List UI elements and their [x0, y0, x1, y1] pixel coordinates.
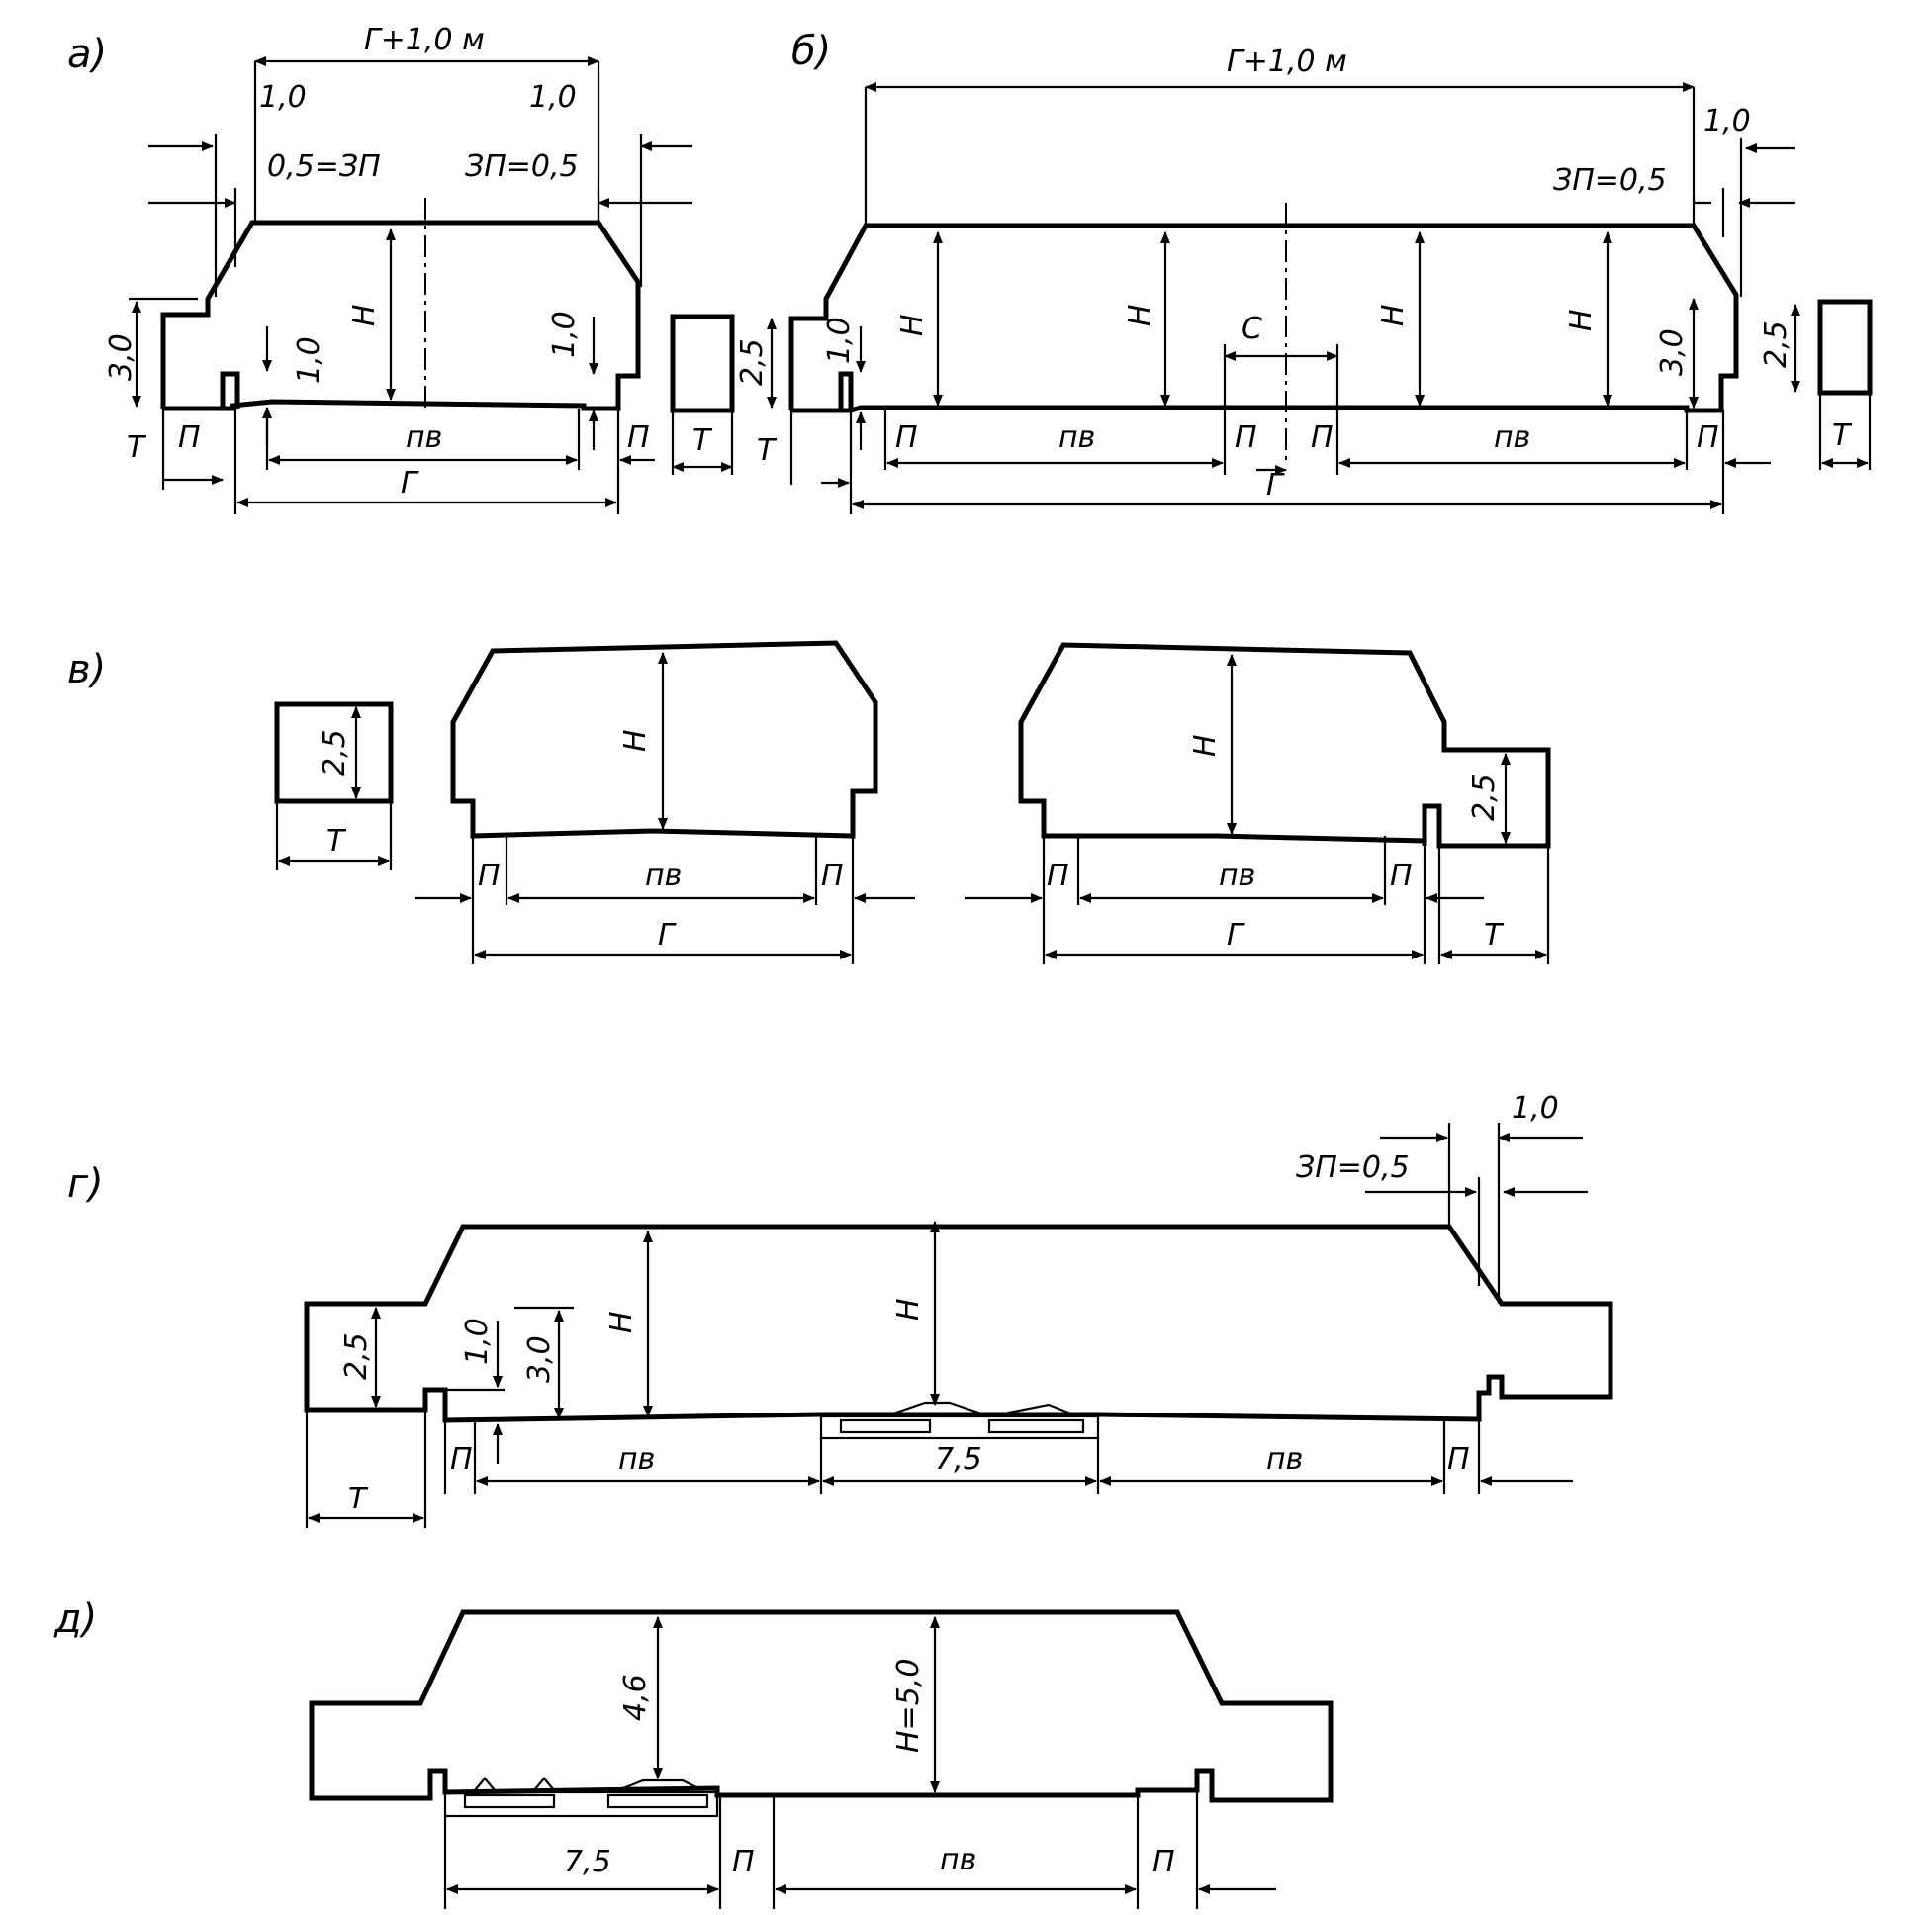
dim-g-v30: 3,0 — [522, 1335, 557, 1383]
dim-b-h2: Н — [1123, 304, 1157, 326]
dim-b-p4: П — [1697, 420, 1719, 455]
dim-a-zp-right: ЗП=0,5 — [465, 149, 579, 184]
dim-b-g1: Г — [1266, 468, 1285, 502]
dim-d-pv: пв — [940, 1843, 976, 1877]
panel-b-left-box — [670, 314, 735, 413]
panel-b-label: б) — [791, 29, 831, 74]
dim-v-v25-left: 2,5 — [318, 729, 352, 776]
dim-g-h2: Н — [891, 1298, 926, 1321]
dim-v-pv1: пв — [645, 859, 682, 893]
panel-b-right-box — [1817, 299, 1873, 396]
dim-b-v25-left: 2,5 — [735, 338, 770, 386]
dim-b-one: 1,0 — [1703, 104, 1751, 138]
panel-v: в) 2,5 Т Н П пв П Г Н 2,5 — [67, 640, 1551, 964]
panel-a-label: а) — [67, 32, 107, 77]
dim-b-h4: Н — [1564, 309, 1599, 331]
dim-a-pv: пв — [406, 420, 442, 455]
dim-a-g: Г — [401, 466, 419, 501]
dim-a-p1: П — [178, 420, 201, 455]
dim-b-v10: 1,0 — [822, 317, 857, 364]
dim-v-t1: Т — [326, 824, 347, 859]
panel-b: б) Г+1,0 м 1,0 ЗП=0,5 Н Н Н Н С 2, — [670, 29, 1873, 514]
dim-v-v25-right: 2,5 — [1467, 774, 1502, 821]
dim-a-t: Т — [127, 430, 147, 465]
dim-d-w75: 7,5 — [564, 1845, 611, 1879]
dim-a-one-right: 1,0 — [529, 80, 577, 115]
dim-a-h: Н — [347, 304, 382, 326]
panel-g-label: г) — [67, 1161, 104, 1207]
dim-b-t3: Т — [1832, 418, 1853, 453]
dim-g-one: 1,0 — [1512, 1091, 1559, 1126]
dim-v-p2: П — [821, 859, 844, 893]
panel-v-right-outline — [1018, 642, 1551, 849]
dim-v-p4: П — [1390, 859, 1413, 893]
dim-b-t2: Т — [757, 433, 778, 468]
dim-b-v30: 3,0 — [1655, 328, 1690, 376]
panel-v-box — [274, 701, 394, 804]
dim-b-p1: П — [895, 420, 918, 455]
dim-g-pv2: пв — [1266, 1442, 1303, 1477]
dim-a-width-total: Г+1,0 м — [364, 23, 485, 57]
dim-a-v10-right: 1,0 — [547, 311, 582, 358]
dim-g-v25: 2,5 — [339, 1332, 374, 1380]
dim-g-v10: 1,0 — [460, 1318, 495, 1365]
dim-g-t: Т — [348, 1482, 369, 1516]
panel-a: а) Г+1,0 м 1,0 1,0 0,5=ЗП ЗП=0,5 Н 3,0 1… — [67, 23, 692, 514]
dim-g-pv1: пв — [618, 1442, 655, 1477]
dim-b-width-total: Г+1,0 м — [1227, 45, 1347, 79]
dim-b-v25-right: 2,5 — [1759, 320, 1794, 368]
panel-g: г) 1,0 ЗП=0,5 Н Н 2,5 1,0 3,0 — [67, 1091, 1613, 1528]
panel-g-outline — [304, 1224, 1613, 1423]
dim-g-p1: П — [450, 1442, 473, 1477]
dim-b-zp: ЗП=0,5 — [1553, 163, 1667, 198]
panel-v-label: в) — [67, 647, 106, 692]
dim-a-one-left: 1,0 — [259, 80, 307, 115]
dim-g-zp: ЗП=0,5 — [1296, 1150, 1410, 1185]
dim-g-p2: П — [1447, 1442, 1470, 1477]
dim-b-p2: П — [1235, 420, 1257, 455]
dim-d-p1: П — [732, 1845, 755, 1879]
dim-v-pv2: пв — [1219, 859, 1255, 893]
dim-b-pv1: пв — [1058, 420, 1095, 455]
dim-v-p1: П — [478, 859, 501, 893]
panel-v-left-outline — [450, 640, 878, 839]
panel-g-rail-platform — [819, 1414, 1100, 1440]
panel-d-outline — [309, 1609, 1334, 1803]
dim-d-p2: П — [1152, 1845, 1175, 1879]
dim-v-h1: Н — [618, 729, 653, 752]
dim-b-p3: П — [1311, 420, 1334, 455]
dim-v-t2: Т — [1484, 918, 1505, 953]
dim-a-v10-left: 1,0 — [292, 336, 326, 384]
dim-a-p2: П — [627, 420, 650, 455]
dim-b-pv2: пв — [1494, 420, 1530, 455]
dim-v-h2: Н — [1188, 734, 1223, 757]
panel-b-outline — [788, 223, 1739, 413]
panel-d-label: д) — [53, 1596, 97, 1642]
panel-d: д) 4,6 Н=5,0 7,5 П пв П — [53, 1596, 1334, 1909]
dim-a-v30: 3,0 — [104, 333, 138, 381]
dim-d-h50: Н=5,0 — [891, 1659, 926, 1753]
dim-v-g1: Г — [658, 918, 677, 953]
dim-v-p3: П — [1047, 859, 1069, 893]
dim-b-c: С — [1242, 312, 1262, 346]
dim-g-h1: Н — [604, 1311, 639, 1333]
panel-d-rail-platform — [443, 1790, 719, 1818]
dim-b-h1: Н — [895, 314, 930, 336]
dim-d-v46: 4,6 — [618, 1674, 653, 1721]
dim-g-w75: 7,5 — [935, 1442, 982, 1477]
dim-b-h3: Н — [1376, 304, 1411, 326]
dim-a-zp-left: 0,5=ЗП — [267, 149, 381, 184]
dim-b-t1: Т — [692, 423, 713, 458]
dim-v-g2: Г — [1227, 918, 1245, 953]
